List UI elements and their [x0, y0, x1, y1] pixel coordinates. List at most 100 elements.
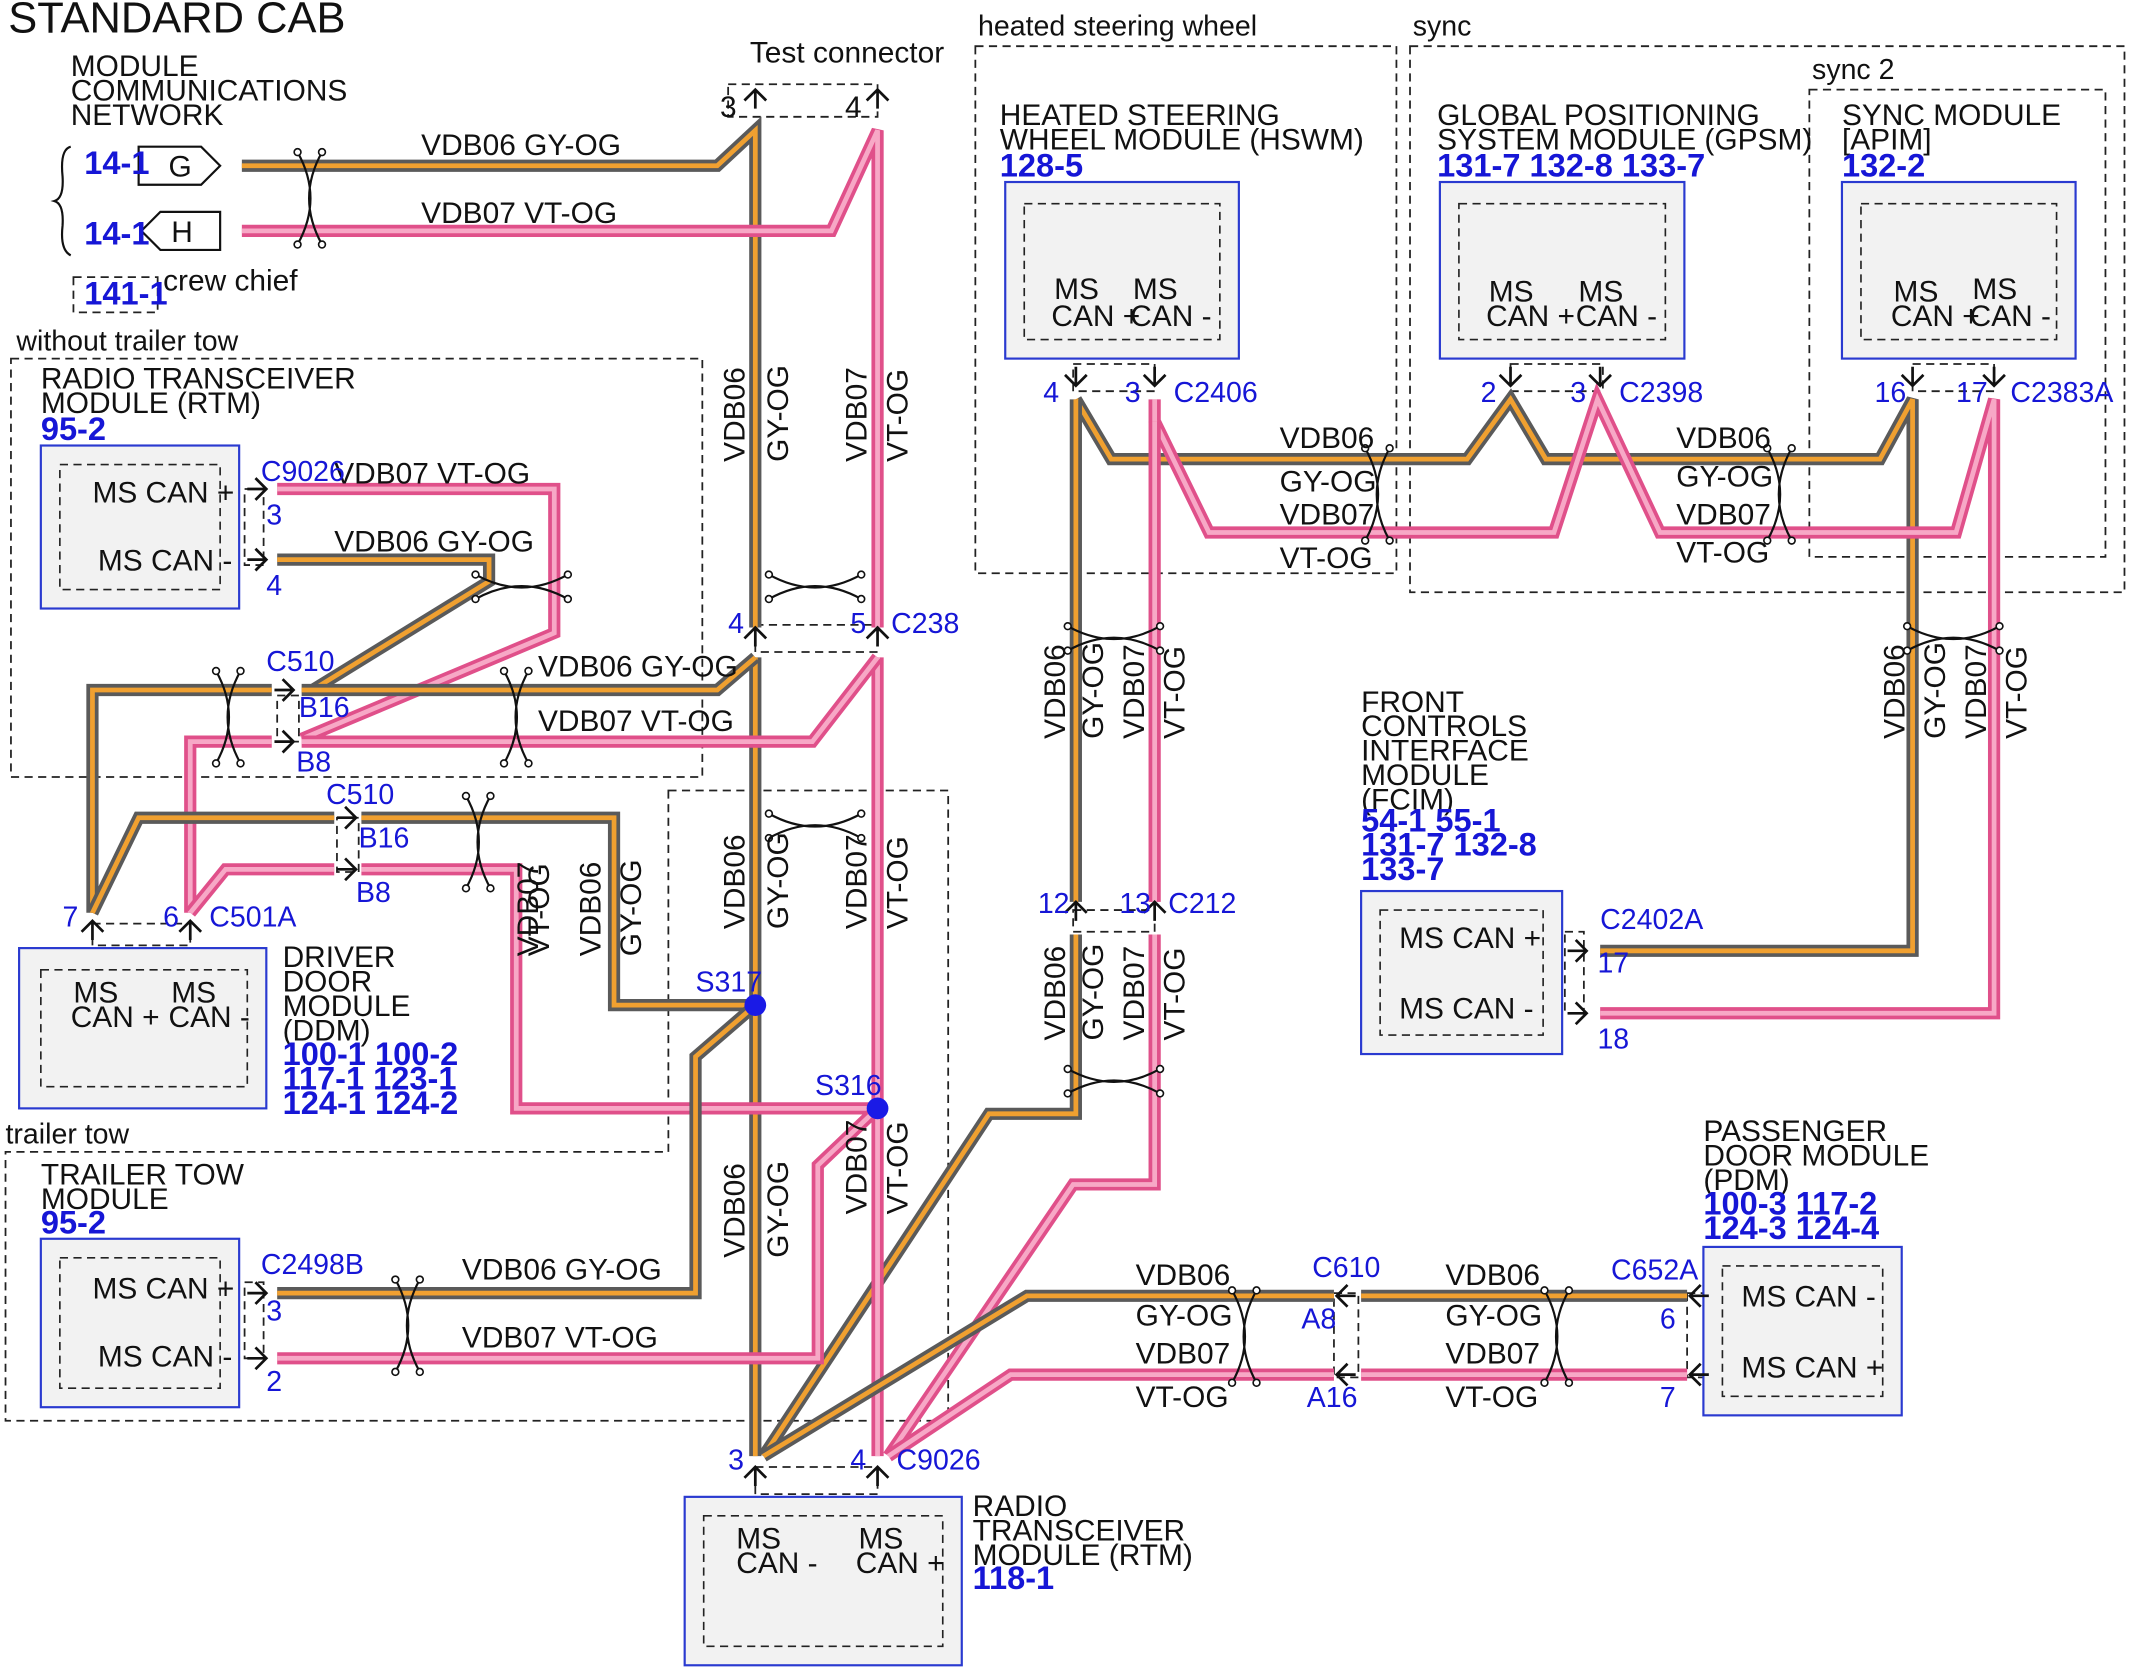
- wire-rtm-top-gyog[interactable]: [277, 553, 496, 696]
- network-ref-g[interactable]: 14-1: [84, 144, 149, 181]
- connector-c238[interactable]: C238: [891, 608, 959, 640]
- wire-label-v-g1: VDB06: [1878, 644, 1911, 739]
- connector-c501a[interactable]: C501A: [209, 901, 296, 933]
- connector-arrow-icon: [247, 477, 269, 501]
- wire-net-g-gyog[interactable]: [241, 116, 762, 628]
- pdm-ref-line1[interactable]: 100-3 117-2: [1703, 1184, 1877, 1221]
- ddm-ref-line2[interactable]: 117-1 123-1: [283, 1059, 457, 1096]
- wire-label-c610-vdb06: VDB06: [1136, 1259, 1231, 1292]
- connector-c2398[interactable]: C2398: [1619, 377, 1703, 409]
- connector-arrow-icon: [274, 729, 296, 754]
- connector-c610[interactable]: C610: [1312, 1252, 1380, 1284]
- pin-num-rtm-bottom-4: 4: [850, 1445, 866, 1477]
- connector-c652a[interactable]: C652A: [1611, 1255, 1698, 1287]
- wire-c510-upper-gy[interactable]: [301, 652, 760, 697]
- pin-g-connector[interactable]: [137, 145, 222, 186]
- pin-num-c510-b16-lower: B16: [359, 823, 410, 855]
- connector-c510-upper[interactable]: C510: [266, 646, 334, 678]
- connector-c9026-bottom[interactable]: C9026: [897, 1445, 981, 1477]
- splice-s316-icon[interactable]: [866, 1097, 889, 1120]
- rtm-top-ref[interactable]: 95-2: [41, 410, 106, 447]
- pin-num-rtm-bottom-3: 3: [728, 1445, 744, 1477]
- wire-c510-upper-vt[interactable]: [301, 653, 883, 748]
- gpsm-box[interactable]: [1438, 180, 1686, 360]
- twist-symbol-icon: [499, 666, 533, 768]
- ttm-pin-minus: MS CAN -: [98, 1340, 232, 1373]
- gpsm-ref[interactable]: 131-7 132-8 133-7: [1437, 147, 1705, 184]
- rtm-bottom-name-line2: TRANSCEIVER: [973, 1514, 1185, 1547]
- wire-net-h-vtog[interactable]: [241, 127, 884, 628]
- rtm-top-box[interactable]: [39, 444, 241, 610]
- rtm-bottom-box[interactable]: [683, 1495, 963, 1667]
- apim-box[interactable]: [1840, 180, 2077, 360]
- ttm-ref[interactable]: 95-2: [41, 1203, 106, 1240]
- wire-c510-lower-gy[interactable]: [86, 811, 335, 916]
- network-label-line1: MODULE: [71, 50, 199, 83]
- splice-s317-label[interactable]: S317: [696, 967, 763, 999]
- pin-h-connector[interactable]: [139, 210, 222, 252]
- wire-label-v-c4: VT-OG: [881, 1121, 914, 1214]
- connector-arrow-icon: [1334, 1362, 1356, 1387]
- splice-s316-label[interactable]: S316: [815, 1070, 882, 1102]
- pdm-box[interactable]: [1702, 1245, 1903, 1417]
- connector-arrow-icon: [1142, 366, 1167, 388]
- fcim-ref-line1[interactable]: 54-1 55-1: [1361, 801, 1500, 838]
- wire-c610-vt[interactable]: [885, 1368, 1334, 1462]
- fcim-box[interactable]: [1360, 889, 1564, 1056]
- hswm-ref[interactable]: 128-5: [1000, 147, 1083, 184]
- wire-ddm-vt[interactable]: [184, 735, 272, 913]
- fcim-name-line3: INTERFACE: [1361, 735, 1529, 768]
- wire-label-c610-vdb07: VDB07: [1136, 1338, 1231, 1371]
- fcim-pin-plus: MS CAN +: [1399, 922, 1541, 955]
- ddm-box[interactable]: [18, 947, 268, 1110]
- connector-c2402a[interactable]: C2402A: [1600, 904, 1703, 936]
- wire-label-hswm-vtog: VT-OG: [1280, 542, 1373, 575]
- wire-label-v-a2: GY-OG: [762, 365, 795, 462]
- wire-label-h: VDB07 VT-OG: [421, 197, 617, 230]
- wire-label-v-b2: GY-OG: [762, 832, 795, 929]
- connector-c2498b[interactable]: C2498B: [261, 1249, 364, 1281]
- connector-c2406[interactable]: C2406: [1174, 377, 1258, 409]
- apim-ref[interactable]: 132-2: [1842, 147, 1925, 184]
- apim-pin-can-plus: CAN +: [1891, 300, 1980, 333]
- wire-label-hswm-vdb06: VDB06: [1280, 422, 1375, 455]
- splice-s317-icon[interactable]: [744, 994, 767, 1017]
- wire-label-v-f3: VDB07: [1118, 946, 1151, 1041]
- fcim-ref-line3[interactable]: 133-7: [1361, 850, 1444, 887]
- connector-c212[interactable]: C212: [1168, 888, 1236, 920]
- wire-label-tow-minus: VDB07 VT-OG: [462, 1321, 658, 1354]
- wire-c610-gy[interactable]: [760, 1289, 1334, 1462]
- connector-arrow-icon: [1064, 366, 1088, 388]
- pin-num-tow-3: 3: [266, 1295, 282, 1327]
- connector-c510-lower[interactable]: C510: [326, 779, 394, 811]
- rtm-bottom-ref[interactable]: 118-1: [973, 1559, 1055, 1596]
- fcim-ref-line2[interactable]: 131-7 132-8: [1361, 826, 1537, 863]
- connector-c2383a[interactable]: C2383A: [2010, 377, 2113, 409]
- pin-num-gpsm-3: 3: [1570, 377, 1586, 409]
- crew-chief-ref[interactable]: 141-1: [84, 274, 167, 311]
- wire-hswm-gyog[interactable]: [1070, 388, 1919, 957]
- rtm-top-pin-minus: MS CAN -: [98, 544, 232, 577]
- pin-num-pdm-6: 6: [1660, 1303, 1676, 1335]
- wire-ddm-gy[interactable]: [86, 683, 272, 913]
- network-ref-h[interactable]: 14-1: [84, 214, 149, 251]
- wire-c510-lower-vt[interactable]: [185, 863, 335, 917]
- wire-s317-branch[interactable]: [277, 1000, 760, 1300]
- connector-arrow-icon: [247, 1281, 269, 1305]
- connector-c9026-top[interactable]: C9026: [261, 456, 345, 488]
- section-tow-label: trailer tow: [6, 1119, 130, 1151]
- ddm-pin-ms-2: MS: [171, 976, 216, 1009]
- connector-arrow-icon: [1498, 366, 1523, 388]
- wire-c510-lower-gy2[interactable]: [361, 811, 756, 1012]
- ttm-box[interactable]: [39, 1237, 241, 1409]
- wire-hswm-vtog[interactable]: [1148, 382, 2001, 1020]
- pdm-ref-line2[interactable]: 124-3 124-4: [1703, 1209, 1879, 1246]
- wire-label-c510-b8: VDB07 VT-OG: [538, 705, 734, 738]
- ddm-ref-line3[interactable]: 124-1 124-2: [283, 1084, 459, 1121]
- hswm-box[interactable]: [1004, 180, 1240, 360]
- ddm-ref-line1[interactable]: 100-1 100-2: [283, 1035, 459, 1072]
- hswm-name-line1: HEATED STEERING: [1000, 99, 1280, 132]
- wire-label-v-b3: VDB07: [841, 834, 874, 929]
- ttm-name-line1: TRAILER TOW: [41, 1158, 245, 1191]
- wire-s316-branch[interactable]: [277, 1103, 882, 1365]
